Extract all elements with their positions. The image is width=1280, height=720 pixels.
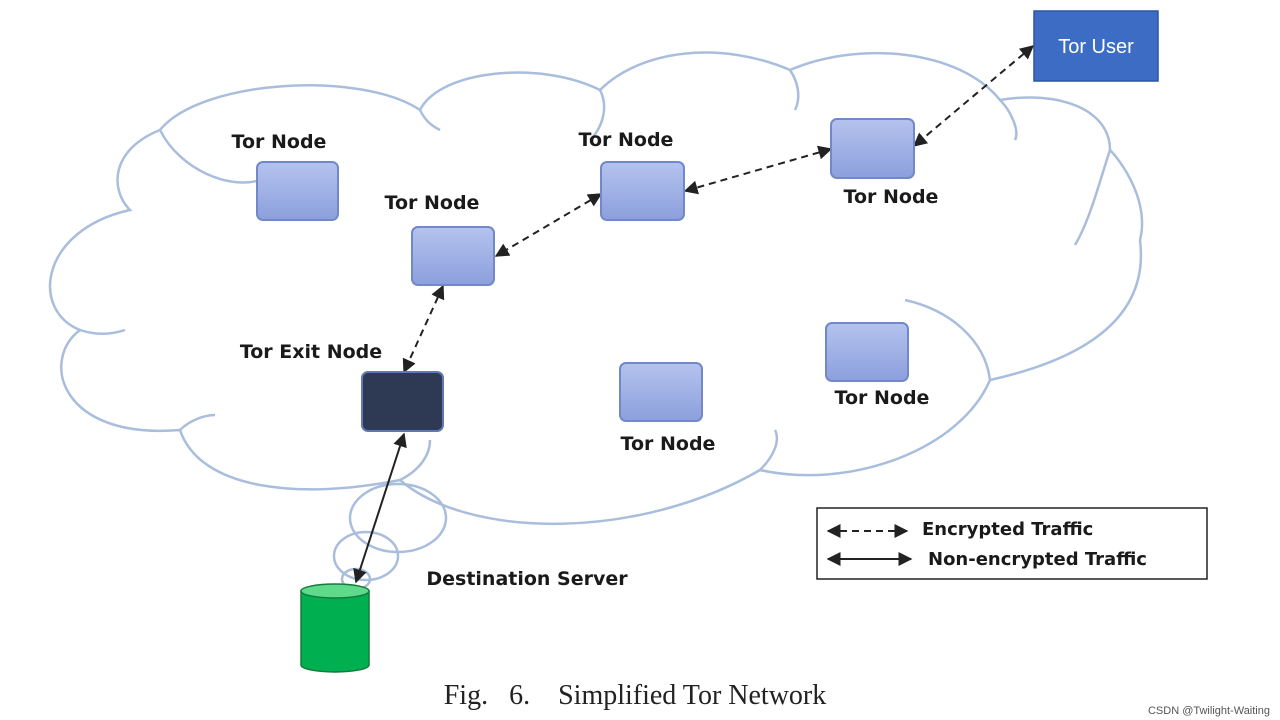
tor-exit-node: Tor Exit Node	[240, 341, 444, 432]
tor-node: Tor Node	[385, 192, 495, 286]
tor-node-label: Tor Node	[385, 192, 480, 214]
encrypted-link-user-node	[912, 45, 1035, 147]
non-encrypted-link-exit-server	[353, 432, 407, 584]
traffic-links	[353, 45, 1035, 584]
tor-node: Tor Node	[830, 118, 939, 208]
legend-non-encrypted-label: Non-encrypted Traffic	[928, 549, 1147, 570]
network-cloud	[48, 51, 1144, 526]
tor-node: Tor Node	[619, 362, 716, 455]
watermark: CSDN @Twilight-Waiting	[1148, 705, 1270, 717]
tor-user: Tor User	[1033, 10, 1159, 82]
figure-caption: Fig. 6. Simplified Tor Network	[444, 680, 827, 711]
encrypted-link-node-exit	[402, 284, 445, 374]
encrypted-link-node-node	[683, 145, 833, 195]
tor-node-label: Tor Node	[621, 433, 716, 455]
tor-node: Tor Node	[825, 322, 930, 409]
tor-user-label: Tor User	[1058, 36, 1134, 58]
encrypted-link-node-node	[494, 193, 603, 257]
tor-node-label: Tor Node	[579, 129, 674, 151]
tor-node: Tor Node	[579, 129, 685, 221]
tor-node: Tor Node	[232, 131, 339, 221]
destination-server: Destination Server	[300, 568, 628, 673]
tor-node-label: Tor Node	[844, 186, 939, 208]
legend: Encrypted Traffic Non-encrypted Traffic	[816, 507, 1208, 580]
destination-server-label: Destination Server	[426, 568, 628, 590]
tor-node-label: Tor Node	[835, 387, 930, 409]
legend-encrypted-label: Encrypted Traffic	[922, 519, 1093, 540]
tor-node-label: Tor Node	[232, 131, 327, 153]
tor-exit-node-label: Tor Exit Node	[240, 341, 382, 363]
